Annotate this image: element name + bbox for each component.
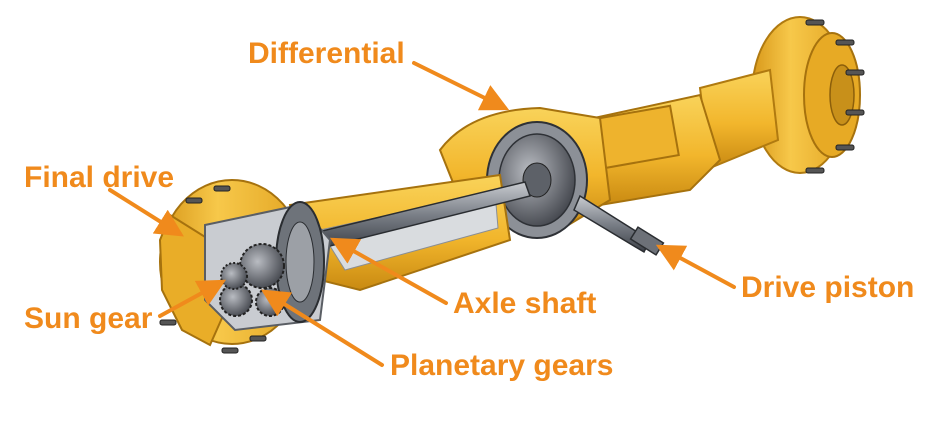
label-planetary-gears: Planetary gears (390, 349, 614, 382)
arrow-final-drive (108, 188, 184, 237)
label-final-drive: Final drive (24, 161, 175, 194)
drive-piston-shaft (573, 194, 665, 256)
differential-ring (486, 121, 588, 239)
label-sun-gear: Sun gear (24, 302, 153, 335)
arrow-differential (412, 61, 510, 111)
arrow-drive-piston (655, 244, 736, 289)
arrow-sun-gear (158, 279, 227, 318)
label-drive-piston: Drive piston (741, 271, 915, 304)
callout-arrows (108, 61, 736, 367)
arrow-planetary-gears (261, 289, 384, 367)
label-axle-shaft: Axle shaft (453, 287, 597, 320)
sun-gear (220, 262, 248, 290)
arrow-axle-shaft (329, 237, 448, 305)
label-differential: Differential (248, 37, 405, 70)
